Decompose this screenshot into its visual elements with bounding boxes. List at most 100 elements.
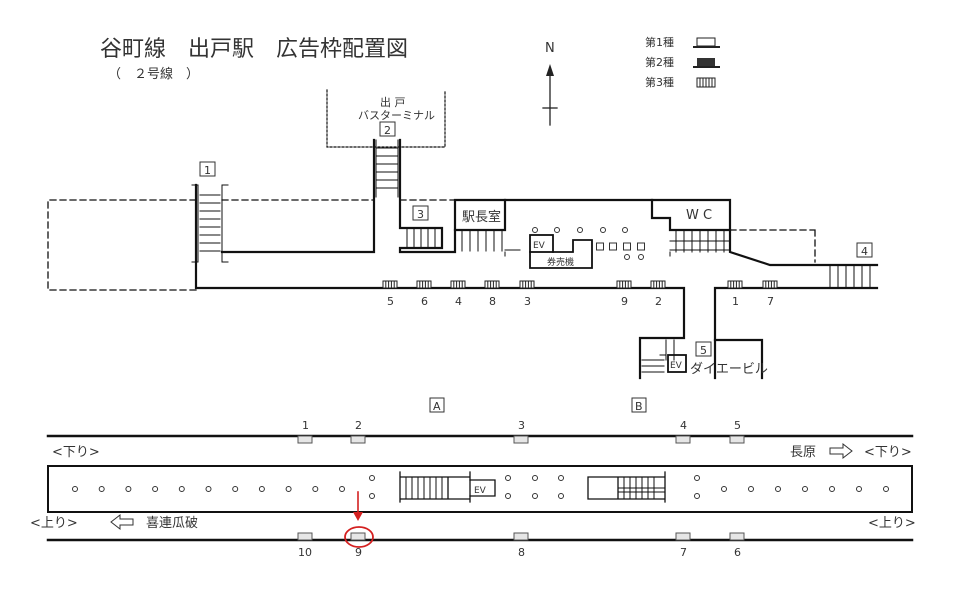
pillar [558,493,564,499]
ad-frame-platform-6[interactable]: 6 [729,532,745,559]
pillar [98,486,105,492]
ad-frame-concourse-6[interactable]: 6 [416,280,432,308]
arrow-right-icon [829,442,853,460]
exit-2-badge: 2 [379,121,396,137]
legend-type1-label: 第1種 [645,35,674,49]
platform-pillars [72,475,889,499]
ad-frame-concourse-3[interactable]: 3 [519,280,535,308]
pillar [369,475,375,481]
pillar [532,475,538,481]
bus-terminal-label: 出 戸 [380,95,406,109]
stair-a-badge: A [429,397,445,413]
ad-label: 4 [455,295,462,308]
legend: 第1種 第2種 第3種 [645,35,720,89]
north-arrow-icon: N [542,41,558,126]
ad-label: 9 [355,546,362,559]
ad-frame-concourse-1[interactable]: 1 [727,280,743,308]
pillar [600,227,606,233]
ticket-machine-label: 券売機 [547,256,574,268]
ad-frame-platform-10[interactable]: 10 [297,532,313,559]
highlight-marker [344,491,374,548]
ad-frame-concourse-7[interactable]: 7 [762,280,778,308]
ad-frame-platform-3[interactable]: 3 [513,419,529,444]
pillar [258,486,265,492]
exit-4-badge: 4 [856,242,873,258]
up-direction-left: <上り> [30,516,78,531]
pillar [72,486,78,492]
pillar [125,486,132,492]
pillar [748,486,754,492]
ad-label: 2 [355,419,362,432]
ad-label: 5 [387,295,394,308]
pillar [829,486,835,492]
legend-type3-label: 第3種 [645,75,674,89]
ad-label: 8 [489,295,496,308]
ad-frame-concourse-9[interactable]: 9 [616,280,632,308]
ad-label: 1 [732,295,739,308]
svg-text:1: 1 [204,164,211,177]
pillar [622,227,628,233]
svg-text:B: B [635,400,643,413]
up-destination: 喜連瓜破 [146,516,198,531]
pillar [558,475,564,481]
pillar [694,493,700,499]
ad-label: 10 [298,546,312,559]
concourse-plan [47,89,879,380]
ad-label: 7 [680,546,687,559]
down-destination: 長原 [790,445,816,460]
bus-terminal-label-2: バスターミナル [358,109,435,122]
ad-label: 4 [680,419,687,432]
ad-label: 1 [302,419,309,432]
north-label: N [545,41,555,56]
wc-label: W C [686,208,712,223]
pillar [232,486,239,492]
pillar [339,486,345,492]
pillar [624,254,630,260]
ad-label: 3 [524,295,531,308]
ad-label: 2 [655,295,662,308]
ad-label: 9 [621,295,628,308]
ticket-gate [609,242,617,251]
platform-plan [46,434,914,542]
ad-label: 3 [518,419,525,432]
ad-frame-concourse-4[interactable]: 4 [450,280,466,308]
type1-frame-icon [693,37,720,48]
pillar [369,493,375,499]
up-direction-right: <上り> [868,516,916,531]
ad-frame-platform-2[interactable]: 2 [350,419,366,444]
exit-1-badge: 1 [199,161,216,177]
station-office-label: 駅長室 [462,209,501,225]
pillar [802,486,808,492]
ad-frame-platform-9[interactable]: 9 [350,532,366,559]
ad-frame-platform-5[interactable]: 5 [729,419,745,444]
ad-frame-concourse-8[interactable]: 8 [484,280,500,308]
exit-5-badge: 5 [695,341,712,357]
pillar [856,486,862,492]
platform-ev-label: EV [474,486,487,496]
arrow-left-icon [110,513,134,531]
ad-label: 8 [518,546,525,559]
pillar [554,227,560,233]
page-title: 谷町線 出戸駅 広告枠配置図 [100,37,408,62]
pillar [532,227,538,233]
legend-type2-label: 第2種 [645,55,674,69]
ad-label: 7 [767,295,774,308]
down-direction-left: <下り> [52,445,100,460]
ad-frame-platform-1[interactable]: 1 [297,419,313,444]
ad-frame-concourse-2[interactable]: 2 [650,280,666,308]
concourse-pillars [532,227,645,260]
ad-label: 6 [734,546,741,559]
svg-text:2: 2 [384,124,391,137]
down-direction-right: <下り> [864,445,912,460]
pillar [721,486,727,492]
svg-text:3: 3 [417,208,424,221]
ad-frame-platform-4[interactable]: 4 [675,419,691,444]
ticket-gate [637,242,645,251]
ad-frame-concourse-5[interactable]: 5 [382,280,398,308]
ad-frame-platform-8[interactable]: 8 [513,532,529,559]
svg-text:4: 4 [861,245,868,258]
ad-label: 6 [421,295,428,308]
ad-frame-platform-7[interactable]: 7 [675,532,691,559]
line-subtitle: （ ２号線 ） [108,66,199,82]
